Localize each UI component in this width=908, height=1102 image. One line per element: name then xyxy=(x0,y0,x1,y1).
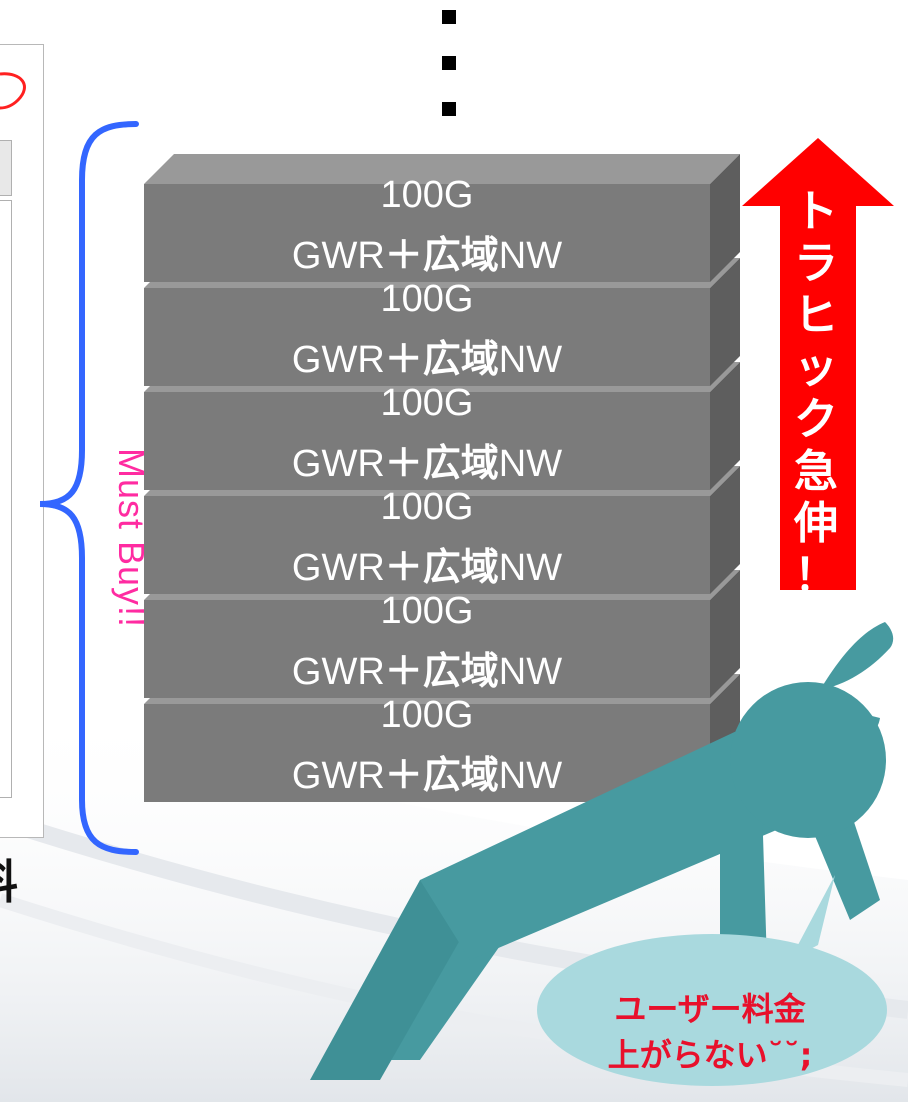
traffic-surge-char: ヒ xyxy=(794,290,838,341)
block-label: 100G GWR＋広域NW xyxy=(142,176,712,275)
block-label: 100G GWR＋広域NW xyxy=(142,488,712,587)
block-network-suffix: NW xyxy=(498,443,563,485)
document-header xyxy=(0,140,12,196)
ellipsis-dot-icon xyxy=(442,56,456,70)
block-label: 100G GWR＋広域NW xyxy=(142,384,712,483)
traffic-surge-char: ラ xyxy=(794,238,838,289)
block-network-prefix: GWR xyxy=(291,755,385,797)
block-network-mark: ＋広域 xyxy=(384,545,499,589)
block-capacity: 100G xyxy=(380,278,474,320)
traffic-surge-char: 急 xyxy=(794,446,838,497)
traffic-surge-char: ク xyxy=(794,394,838,445)
block-network-mark: ＋広域 xyxy=(384,337,499,381)
speech-bubble xyxy=(537,934,887,1086)
traffic-surge-char: ッ xyxy=(794,342,838,393)
document-body xyxy=(0,200,12,798)
block-capacity: 100G xyxy=(380,174,474,216)
traffic-surge-char: ト xyxy=(794,186,838,237)
up-arrow-icon xyxy=(742,138,894,590)
traffic-surge-char: ！ xyxy=(794,550,838,601)
traffic-surge-label: トラヒック急伸！ xyxy=(776,186,856,602)
block-network-prefix: GWR xyxy=(291,443,385,485)
speech-bubble-line: ユーザー料金 xyxy=(614,990,806,1028)
red-circle-mark xyxy=(0,72,26,110)
traffic-surge-char: 伸 xyxy=(794,498,838,549)
block-network-suffix: NW xyxy=(498,547,563,589)
ellipsis-dot-icon xyxy=(442,10,456,24)
block-label: 100G GWR＋広域NW xyxy=(142,696,712,795)
block-network-mark: ＋広域 xyxy=(384,649,499,693)
block-network-prefix: GWR xyxy=(291,339,385,381)
block-label: 100G GWR＋広域NW xyxy=(142,592,712,691)
block-network-mark: ＋広域 xyxy=(384,233,499,277)
block-network: GWR＋広域NW xyxy=(142,756,712,795)
block-network-prefix: GWR xyxy=(291,547,385,589)
block-network-suffix: NW xyxy=(498,651,563,693)
block-network: GWR＋広域NW xyxy=(142,652,712,691)
block-capacity: 100G xyxy=(380,382,474,424)
block-network-suffix: NW xyxy=(498,755,563,797)
block-network: GWR＋広域NW xyxy=(142,548,712,587)
block-network: GWR＋広域NW xyxy=(142,340,712,379)
block-network-mark: ＋広域 xyxy=(384,441,499,485)
ellipsis-dot-icon xyxy=(442,102,456,116)
block-network-prefix: GWR xyxy=(291,235,385,277)
speech-bubble-line: 上がらない˘˘; xyxy=(607,1036,813,1074)
block-capacity: 100G xyxy=(380,486,474,528)
block-network: GWR＋広域NW xyxy=(142,444,712,483)
speech-bubble-text: ユーザー料金上がらない˘˘; xyxy=(560,986,860,1078)
block-network-prefix: GWR xyxy=(291,651,385,693)
block-label: 100G GWR＋広域NW xyxy=(142,280,712,379)
block-network-mark: ＋広域 xyxy=(384,753,499,797)
document-caption: 料 xyxy=(0,846,18,912)
block-capacity: 100G xyxy=(380,694,474,736)
sweat-drop-icon xyxy=(820,622,894,690)
block-network-suffix: NW xyxy=(498,235,563,277)
block-network-suffix: NW xyxy=(498,339,563,381)
stack-block xyxy=(144,154,740,282)
block-capacity: 100G xyxy=(380,590,474,632)
brace-icon xyxy=(39,121,139,855)
block-network: GWR＋広域NW xyxy=(142,236,712,275)
